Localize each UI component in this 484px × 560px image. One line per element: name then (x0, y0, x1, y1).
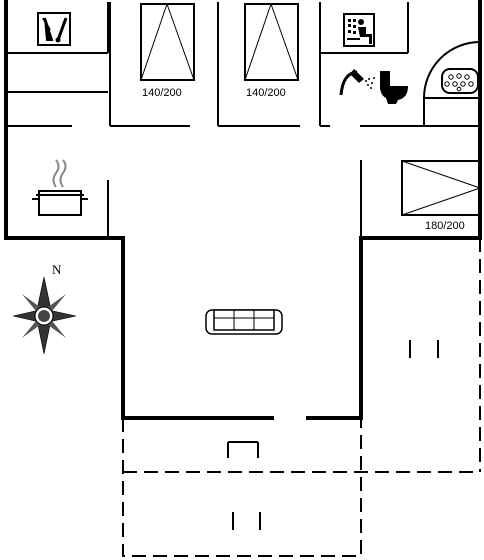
toilet-icon (380, 71, 408, 104)
bed-bedroom-3 (401, 160, 481, 216)
bathroom-walls (320, 2, 481, 127)
terrace (122, 238, 481, 557)
bed-size-label-2: 140/200 (246, 87, 286, 99)
sauna-icon (343, 13, 375, 47)
exterior-walls (4, 0, 482, 420)
bed-bedroom-2 (244, 3, 299, 81)
shower-icon (339, 69, 375, 96)
interior-partitions (107, 160, 362, 238)
bedroom-walls (6, 2, 330, 127)
entrance (227, 441, 259, 458)
laundry-room (6, 2, 109, 93)
terrace-marker-bottom (232, 512, 261, 530)
compass-rose (12, 276, 77, 355)
terrace-marker-right (409, 340, 439, 358)
bed-bedroom-1 (140, 3, 195, 81)
cooking-pot-icon (32, 159, 88, 216)
bed-size-label-3: 180/200 (425, 220, 465, 232)
compass-north-label: N (52, 262, 62, 277)
whirlpool-icon (441, 68, 479, 94)
bed-size-label-1: 140/200 (142, 87, 182, 99)
sofa-icon (205, 309, 283, 335)
washing-icon (37, 12, 71, 46)
